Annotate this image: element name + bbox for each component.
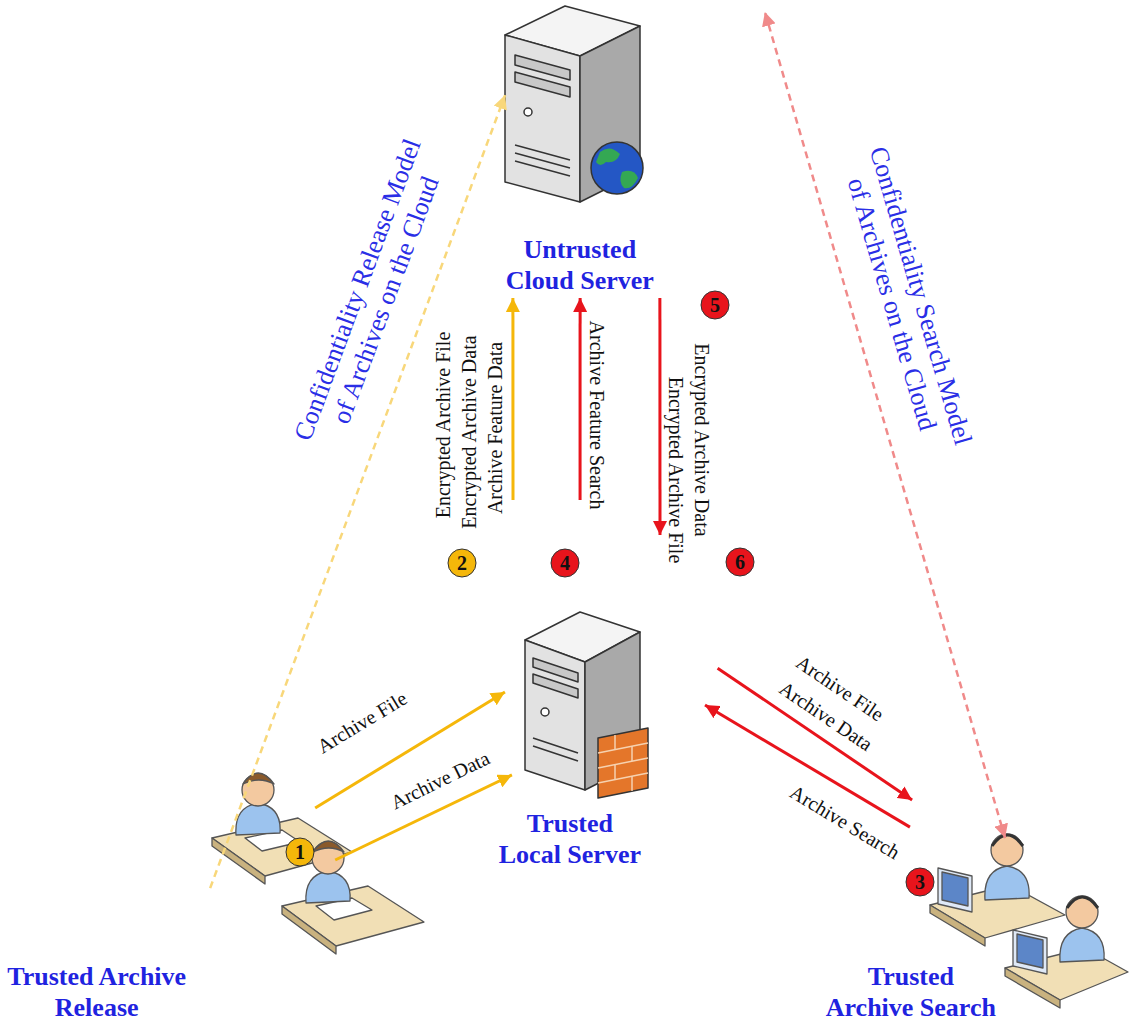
edge-note: Encrypted Archive File xyxy=(432,332,454,519)
search-staff-icon xyxy=(930,834,1128,1008)
edge-note: Encrypted Archive Data xyxy=(691,343,713,536)
local-server-icon xyxy=(525,612,648,798)
callout-number: 5 xyxy=(710,294,720,316)
callout-number: 6 xyxy=(735,551,745,573)
archive-release-node: Trusted Archive Release xyxy=(5,770,450,1025)
callout-number: 2 xyxy=(457,552,467,574)
edge-label: Archive Feature Data xyxy=(484,342,506,514)
cloud-server-icon xyxy=(505,6,643,202)
node-label: Untrusted Cloud Server xyxy=(505,234,655,296)
flow-arrow xyxy=(658,298,661,535)
edge-label: Archive File xyxy=(313,687,411,758)
edge-label: Encrypted Archive File xyxy=(665,377,687,564)
model-label: Confidentiality Release Model of Archive… xyxy=(288,134,456,455)
dashed-model-arrow xyxy=(765,12,1005,838)
node-label: Trusted Archive Search xyxy=(825,961,997,1023)
archive-search-node: Trusted Archive Search xyxy=(820,770,1127,1025)
node-label: Trusted Archive Release xyxy=(7,961,186,1023)
flow-arrow xyxy=(579,298,582,500)
node-label: Trusted Local Server xyxy=(498,808,642,870)
edge-label: Archive Feature Search xyxy=(586,321,608,510)
edge-label: Archive Data xyxy=(387,747,493,814)
dashed-model-arrow xyxy=(210,95,505,888)
callout-discs xyxy=(286,291,934,896)
callout-number: 1 xyxy=(295,841,305,863)
model-label: Confidentiality Search Model of Archives… xyxy=(834,143,978,458)
cloud-server-node: Untrusted Cloud Server xyxy=(470,0,770,298)
flow-arrow xyxy=(511,298,514,500)
callout-number: 3 xyxy=(915,871,925,893)
flow-arrow xyxy=(718,668,913,800)
edge-label: Archive Search xyxy=(786,781,903,864)
callout-number: 4 xyxy=(560,552,570,574)
edge-note: Encrypted Archive Data xyxy=(458,335,480,528)
